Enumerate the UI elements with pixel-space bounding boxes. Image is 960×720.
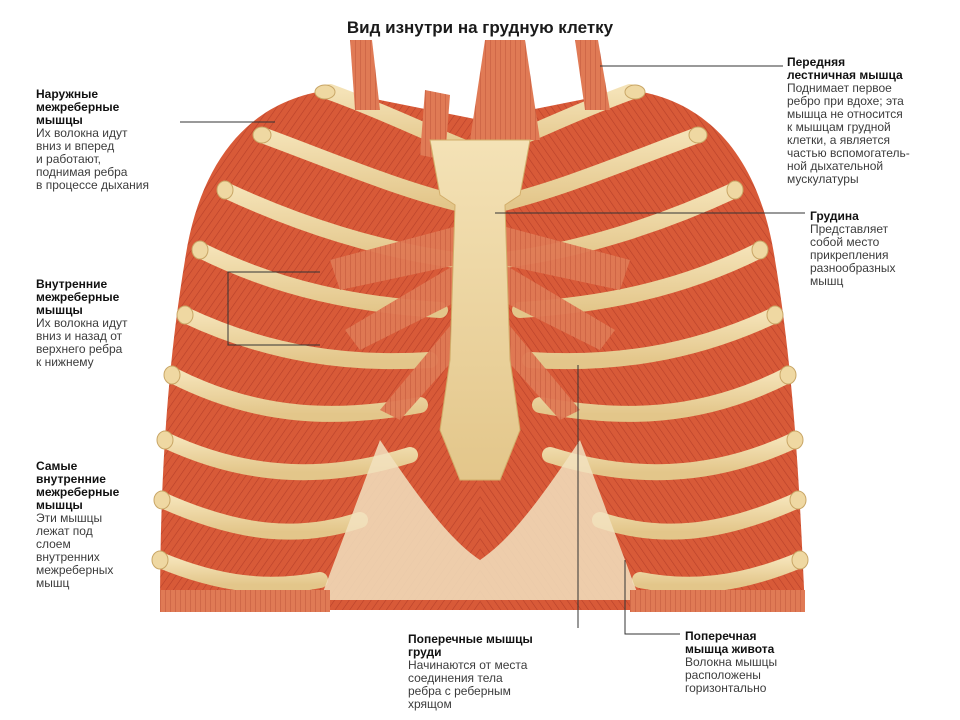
callout-description: Начинаются от места соединения тела ребр… xyxy=(408,658,528,711)
rib-right-8 xyxy=(592,492,806,540)
callout-description: Волокна мышцы расположены горизонтально xyxy=(685,655,778,695)
sternum-bone xyxy=(429,139,531,481)
callout-internal-intercostal: Внутренние межреберные мышцы Их волокна … xyxy=(36,278,128,369)
callout-heading: Передняя лестничная мышца xyxy=(787,55,903,82)
callout-transversus-thoracis: Поперечные мышцы груди Начинаются от мес… xyxy=(408,633,533,711)
rib-left-9 xyxy=(152,552,328,593)
callout-sternum: Грудина Представляет собой место прикреп… xyxy=(810,210,896,288)
callout-heading: Поперечная мышца живота xyxy=(685,629,775,656)
leader-transversus-abdominis xyxy=(624,560,680,635)
rib-left-5 xyxy=(177,307,438,370)
callout-description: Поднимает первое ребро при вдохе; эта мы… xyxy=(787,81,910,186)
callout-heading: Грудина xyxy=(810,209,859,223)
rib-right-5 xyxy=(522,307,783,370)
rib-right-9 xyxy=(632,552,808,593)
rib-right-2 xyxy=(487,127,706,213)
rib-left-2 xyxy=(254,127,473,213)
callout-innermost-intercostal: Самые внутренние межреберные мышцы Эти м… xyxy=(36,460,119,590)
callout-description: Их волокна идут вниз и назад от верхнего… xyxy=(36,316,128,369)
ribs-left xyxy=(152,84,478,593)
callout-transversus-abdominis: Поперечная мышца живота Волокна мышцы ра… xyxy=(685,630,777,695)
callout-heading: Самые внутренние межреберные мышцы xyxy=(36,459,120,512)
callout-external-intercostal: Наружные межреберные мышцы Их волокна ид… xyxy=(36,88,149,192)
callout-heading: Наружные межреберные мышцы xyxy=(36,87,120,127)
scalene-muscle-right xyxy=(575,40,610,110)
transversus-abdominis xyxy=(160,590,805,612)
scalene-muscle-center xyxy=(470,40,540,140)
callout-description: Эти мышцы лежат под слоем внутренних меж… xyxy=(36,511,114,590)
leader-lines xyxy=(180,65,805,635)
callout-description: Представляет собой место прикрепления ра… xyxy=(810,222,896,288)
rib-left-8 xyxy=(154,492,368,540)
scalene-muscle-left xyxy=(350,40,380,110)
leader-internal-intercostal xyxy=(227,271,320,346)
callout-description: Их волокна идут вниз и вперед и работают… xyxy=(36,126,149,192)
callout-heading: Поперечные мышцы груди xyxy=(408,632,533,659)
callout-anterior-scalene: Передняя лестничная мышца Поднимает перв… xyxy=(787,56,910,186)
costal-arch xyxy=(320,440,640,600)
page-title: Вид изнутри на грудную клетку xyxy=(346,18,614,37)
callout-heading: Внутренние межреберные мышцы xyxy=(36,277,120,317)
rib-ends xyxy=(151,84,809,570)
